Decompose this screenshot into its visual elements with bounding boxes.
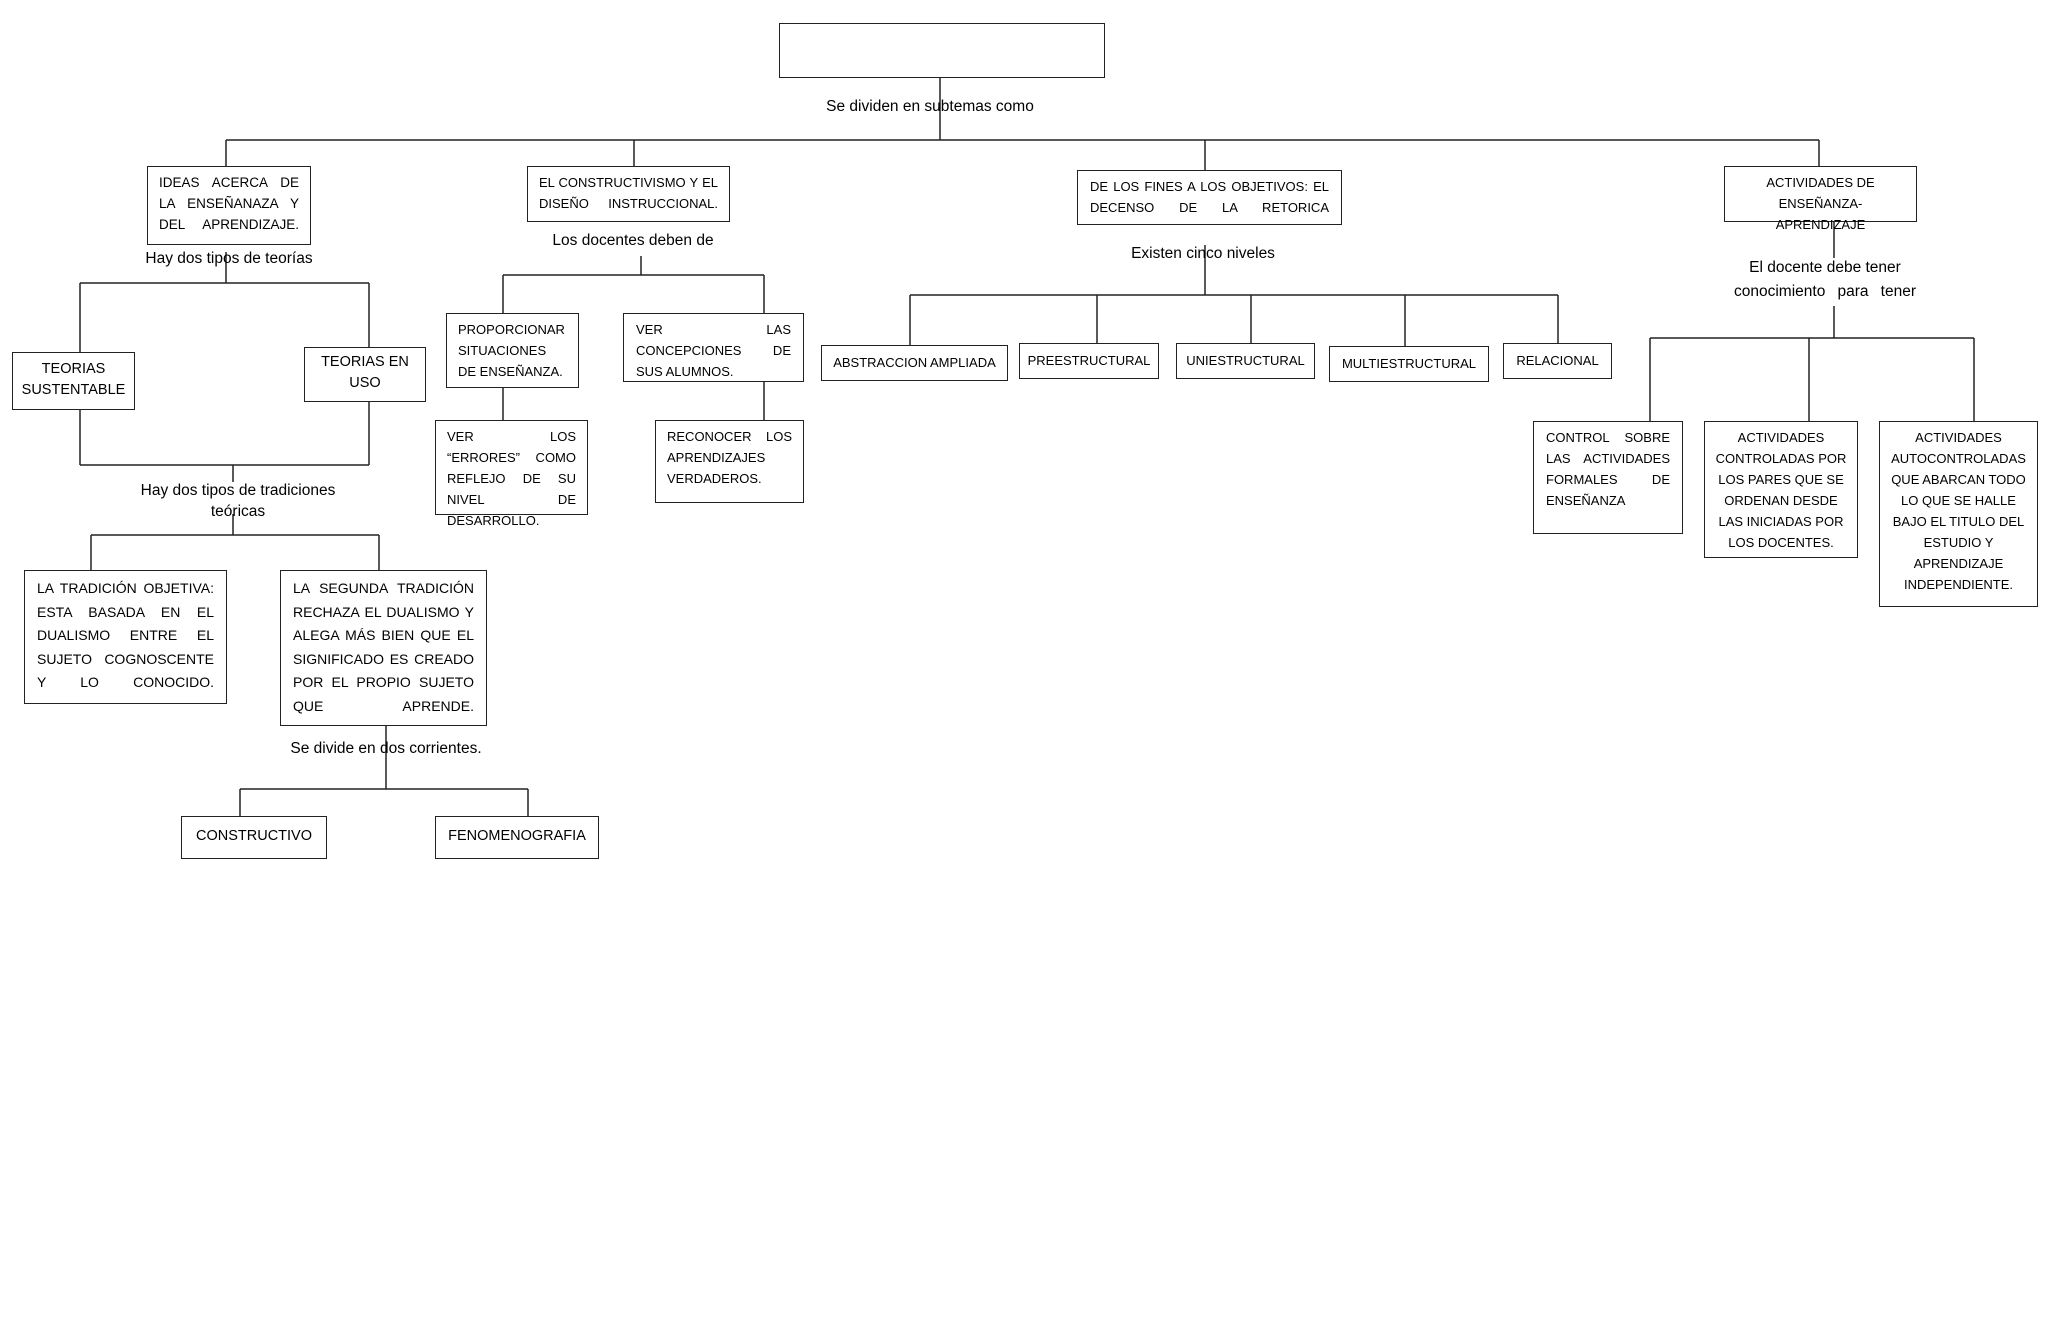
level-relacional-box: RELACIONAL: [1503, 343, 1612, 379]
level-uniestructural-box: UNIESTRUCTURAL: [1176, 343, 1315, 379]
ideas-box: IDEAS ACERCA DE LA ENSEÑANAZA Y DEL APRE…: [147, 166, 311, 245]
theories-connector-label: Hay dos tipos de teorías: [145, 250, 313, 267]
level-multiestructural-box: MULTIESTRUCTURAL: [1329, 346, 1489, 382]
actividades-autocontroladas-box: ACTIVIDADES AUTOCONTROLADAS QUE ABARCAN …: [1879, 421, 2038, 607]
root-box: [779, 23, 1105, 78]
niveles-connector-label: Existen cinco niveles: [1131, 245, 1275, 262]
proporcionar-situaciones-box: PROPORCIONAR SITUACIONES DE ENSEÑANZA.: [446, 313, 579, 388]
actividades-controladas-pares-box: ACTIVIDADES CONTROLADAS POR LOS PARES QU…: [1704, 421, 1858, 558]
root-connector-label: Se dividen en subtemas como: [826, 98, 1034, 115]
reconocer-aprendizajes-box: RECONOCER LOS APRENDIZAJES VERDADEROS.: [655, 420, 804, 503]
control-actividades-formales-box: CONTROL SOBRE LAS ACTIVIDADES FORMALES D…: [1533, 421, 1683, 534]
ver-concepciones-box: VER LAS CONCEPCIONES DE SUS ALUMNOS.: [623, 313, 804, 382]
traditions-connector-label: Hay dos tipos de tradiciones teóricas: [140, 482, 336, 520]
currents-connector-label: Se divide en dos corrientes.: [290, 740, 482, 757]
tradition-objetiva-box: LA TRADICIÓN OBJETIVA: ESTA BASADA EN EL…: [24, 570, 227, 704]
level-abstraccion-box: ABSTRACCION AMPLIADA: [821, 345, 1008, 381]
actividades-box: ACTIVIDADES DE ENSEÑANZA-APRENDIZAJE: [1724, 166, 1917, 232]
theory-sustentable-box: TEORIAS SUSTENTABLE: [12, 352, 135, 410]
docente-conocimiento-connector-label: El docente debe tener conocimiento para …: [1734, 259, 1916, 300]
level-preestructural-box: PREESTRUCTURAL: [1019, 343, 1159, 379]
tradition-segunda-box: LA SEGUNDA TRADICIÓN RECHAZA EL DUALISMO…: [280, 570, 487, 726]
fines-objetivos-box: DE LOS FINES A LOS OBJETIVOS: EL DECENSO…: [1077, 170, 1342, 225]
current-fenomenografia-box: FENOMENOGRAFIA: [435, 816, 599, 859]
ver-errores-box: VER LOS “ERRORES” COMO REFLEJO DE SU NIV…: [435, 420, 588, 528]
current-constructivo-box: CONSTRUCTIVO: [181, 816, 327, 859]
constructivismo-box: EL CONSTRUCTIVISMO Y EL DISEÑO INSTRUCCI…: [527, 166, 730, 222]
docentes-connector-label: Los docentes deben de: [552, 232, 714, 249]
theory-en-uso-box: TEORIAS EN USO: [304, 347, 426, 402]
